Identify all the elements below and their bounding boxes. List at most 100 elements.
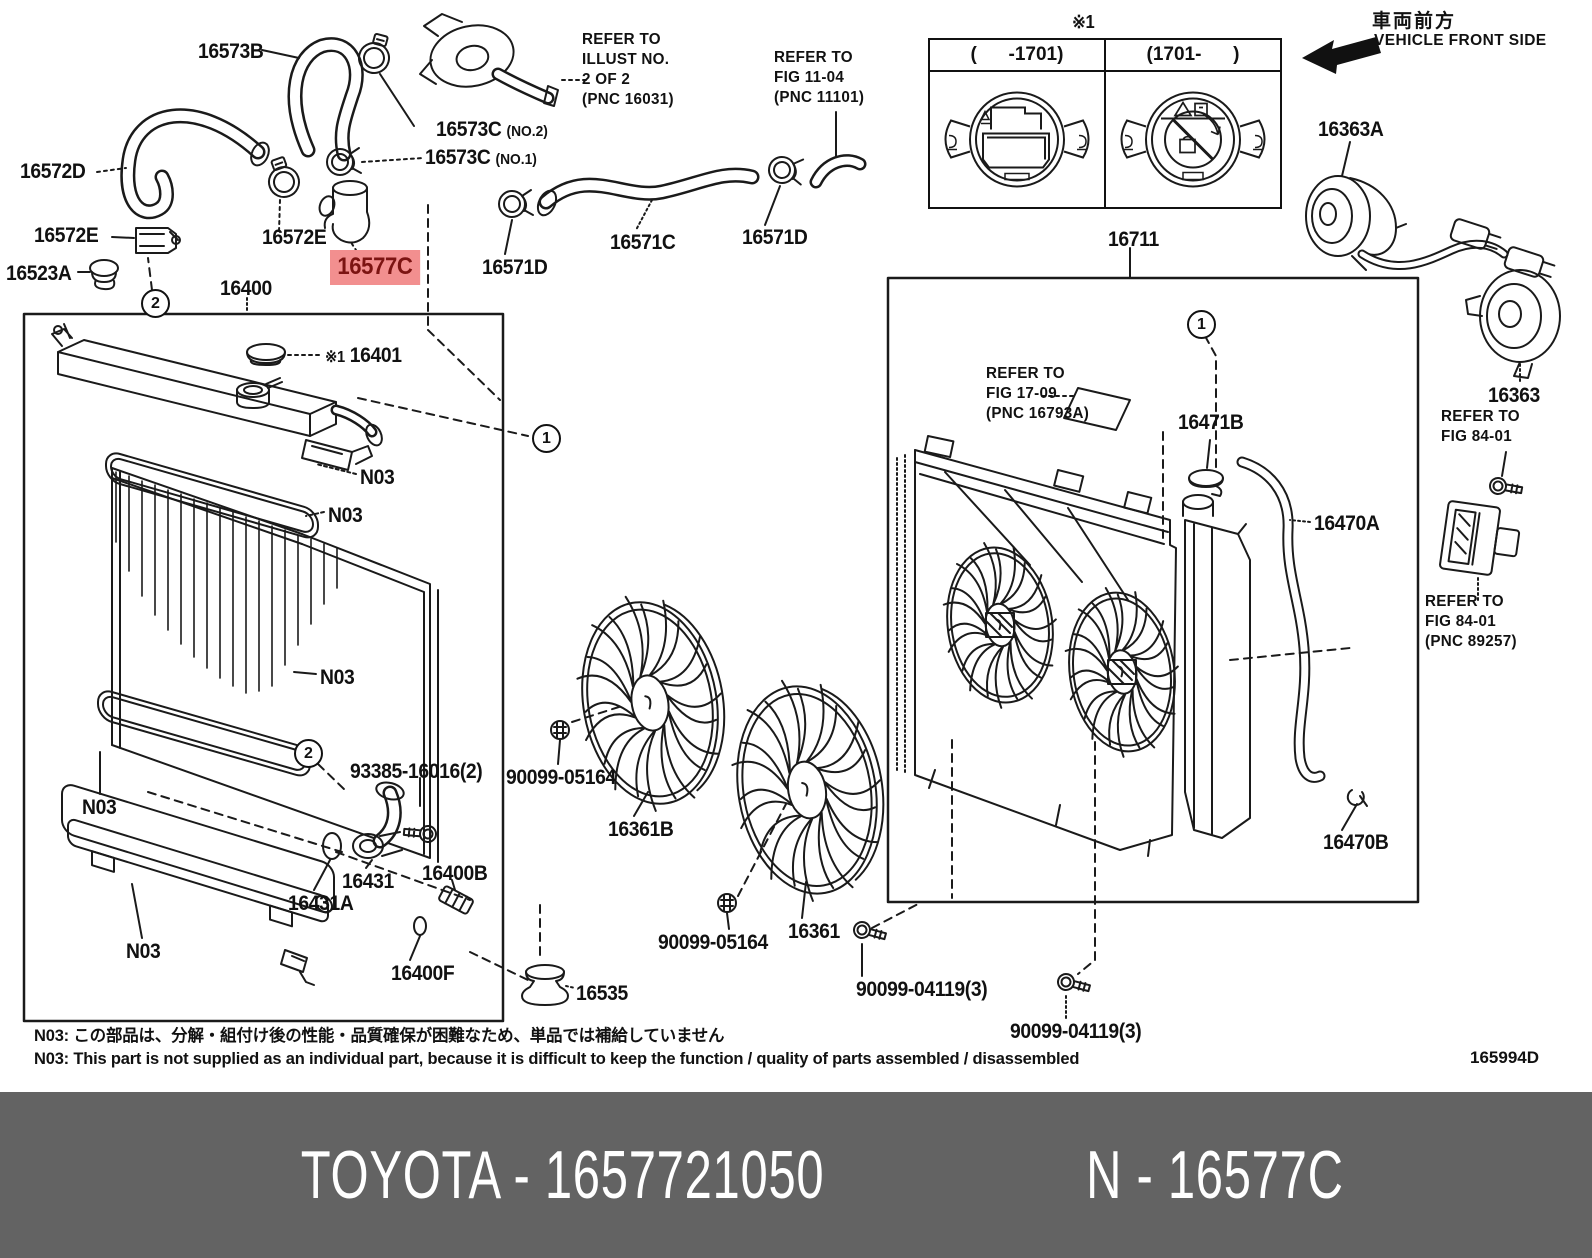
cap-variant-old-header: ( -1701) xyxy=(930,40,1106,70)
clamp-16572e-2-drawing xyxy=(260,153,305,203)
clamp-16571d-left-drawing xyxy=(498,189,534,218)
label-16400b: 16400B xyxy=(422,862,488,885)
label-16572e-2: 16572E xyxy=(262,226,327,249)
thermostat-housing-drawing xyxy=(420,14,558,106)
label-n03-1: N03 xyxy=(360,466,395,489)
hose-16573b-drawing xyxy=(262,45,356,154)
radiator-lower-tank-drawing xyxy=(62,782,334,985)
label-16470a: 16470A xyxy=(1314,512,1380,535)
water-outlet-16577c-drawing xyxy=(317,181,369,250)
label-90099-05164-1: 90099-05164 xyxy=(506,766,616,789)
cap-variant-old-cell xyxy=(930,72,1106,207)
callout-1-a: 1 xyxy=(532,424,561,453)
leader-16572d xyxy=(97,168,126,172)
cap-variant-new-cell xyxy=(1106,72,1280,207)
cap-variant-table-header: ( -1701) (1701- ) xyxy=(930,40,1280,72)
box-16400-outline xyxy=(24,314,503,1021)
label-16400f: 16400F xyxy=(391,962,455,985)
label-16571d-1: 16571D xyxy=(482,256,548,279)
leader-16571d-left xyxy=(505,220,512,254)
callout-2-a: 2 xyxy=(141,289,170,318)
bolt-fig84-drawing xyxy=(1487,475,1525,500)
label-16572e-1: 16572E xyxy=(34,224,99,247)
footnote-en: N03: This part is not supplied as an ind… xyxy=(34,1050,1080,1068)
leader-16573c-no1 xyxy=(362,158,423,162)
hose-16571c-drawing xyxy=(534,175,752,230)
label-16573c-no2-part: 16573C xyxy=(436,118,502,141)
banner-part-number: TOYOTA - 1657721050 xyxy=(300,1137,824,1213)
radiator-cap-old-icon xyxy=(944,91,1090,188)
connector-89257-drawing xyxy=(1440,501,1523,600)
label-n03-3: N03 xyxy=(320,666,355,689)
label-16573b: 16573B xyxy=(198,40,264,63)
banner-part-code: N - 16577C xyxy=(1085,1137,1344,1213)
screw-90099-05164-1-drawing xyxy=(550,720,570,740)
exploded-dashed-lines-left xyxy=(148,205,540,980)
label-16363a: 16363A xyxy=(1318,118,1384,141)
callout-2-b: 2 xyxy=(294,739,323,768)
front-side-arrow xyxy=(1302,37,1381,74)
refer-fig-84-01-pnc-note: REFER TO FIG 84-01 (PNC 89257) xyxy=(1425,593,1517,650)
label-16401-marker: ※1 xyxy=(325,349,345,366)
front-side-label-en: VEHICLE FRONT SIDE xyxy=(1374,32,1547,49)
fan-shroud-drawing xyxy=(897,436,1189,856)
refer-fig-17-09-note: REFER TO FIG 17-09 (PNC 16793A) xyxy=(986,365,1090,422)
radiator-gasket-bottom-drawing xyxy=(98,688,310,779)
label-16470b: 16470B xyxy=(1323,831,1389,854)
label-16573c-no1: 16573C (NO.1) xyxy=(425,146,537,170)
drain-parts-drawing xyxy=(314,778,474,960)
label-16573c-no2-suffix: (NO.2) xyxy=(506,123,548,140)
cap-16401-drawing xyxy=(247,344,320,365)
exploded-dashed-lines-right xyxy=(872,336,1350,974)
label-16471b: 16471B xyxy=(1178,411,1244,434)
cap-variant-new-header: (1701- ) xyxy=(1146,44,1240,65)
label-16401-number: 16401 xyxy=(349,344,402,367)
leader-16572e-2 xyxy=(279,200,280,232)
cap-variant-table: ( -1701) (1701- ) xyxy=(928,38,1282,209)
reservoir-tank-drawing xyxy=(1183,495,1250,838)
fan-16361-drawing xyxy=(717,667,900,918)
leader-90099-05164-1 xyxy=(558,740,560,764)
label-16400: 16400 xyxy=(220,277,272,300)
front-side-label-jp: 車両前方 xyxy=(1372,11,1457,32)
label-90099-05164-2: 90099-05164 xyxy=(658,931,768,954)
label-16573c-no1-part: 16573C xyxy=(425,146,491,169)
leader-16573c-no2 xyxy=(380,74,414,126)
label-16535: 16535 xyxy=(576,982,628,1005)
clip-16470b-drawing xyxy=(1342,790,1367,830)
label-n03-2: N03 xyxy=(328,504,363,527)
label-93385-16016: 93385-16016(2) xyxy=(350,760,483,783)
label-n03-5: N03 xyxy=(126,940,161,963)
label-16361: 16361 xyxy=(788,920,840,943)
label-16363: 16363 xyxy=(1488,384,1540,407)
label-16571d-2: 16571D xyxy=(742,226,808,249)
label-16573c-no1-suffix: (NO.1) xyxy=(495,151,537,168)
leader-90099-05164-2 xyxy=(727,913,729,929)
label-16401: ※1 16401 xyxy=(325,344,402,368)
fan-motor-16363a-drawing xyxy=(1306,142,1556,282)
bolt-90099-04119-2-drawing xyxy=(1055,971,1093,997)
label-90099-04119-2: 90099-04119(3) xyxy=(1010,1020,1142,1043)
label-16431a: 16431A xyxy=(288,892,354,915)
label-16572d: 16572D xyxy=(20,160,86,183)
hose-stub-drawing xyxy=(816,112,860,182)
plate-fig-17-09-drawing xyxy=(1042,388,1130,430)
grommet-16535-drawing xyxy=(522,965,575,1005)
radiator-gasket-top-drawing xyxy=(106,450,318,541)
refer-fig-11-04-note: REFER TO FIG 11-04 (PNC 11101) xyxy=(774,49,865,106)
diagram-line-art xyxy=(0,0,1592,1092)
cap-table-marker: ※1 xyxy=(1072,12,1095,32)
n03-leader-3 xyxy=(294,672,316,674)
clamp-16572e-left-drawing xyxy=(112,228,180,253)
radiator-upper-tank-drawing xyxy=(52,324,385,470)
plug-16523a-drawing xyxy=(78,260,118,289)
leader-16571d-right xyxy=(765,186,780,225)
refer-fig-84-01-note: REFER TO FIG 84-01 xyxy=(1441,408,1520,445)
label-n03-4: N03 xyxy=(82,796,117,819)
label-16573c-no2: 16573C (NO.2) xyxy=(436,118,548,142)
part-number-banner: TOYOTA - 1657721050 N - 16577C xyxy=(0,1092,1592,1258)
callout-1-b: 1 xyxy=(1187,310,1216,339)
footnote-jp: N03: この部品は、分解・組付け後の性能・品質確保が困難なため、単品では補給し… xyxy=(34,1027,725,1045)
hose-16572d-drawing xyxy=(128,116,272,212)
